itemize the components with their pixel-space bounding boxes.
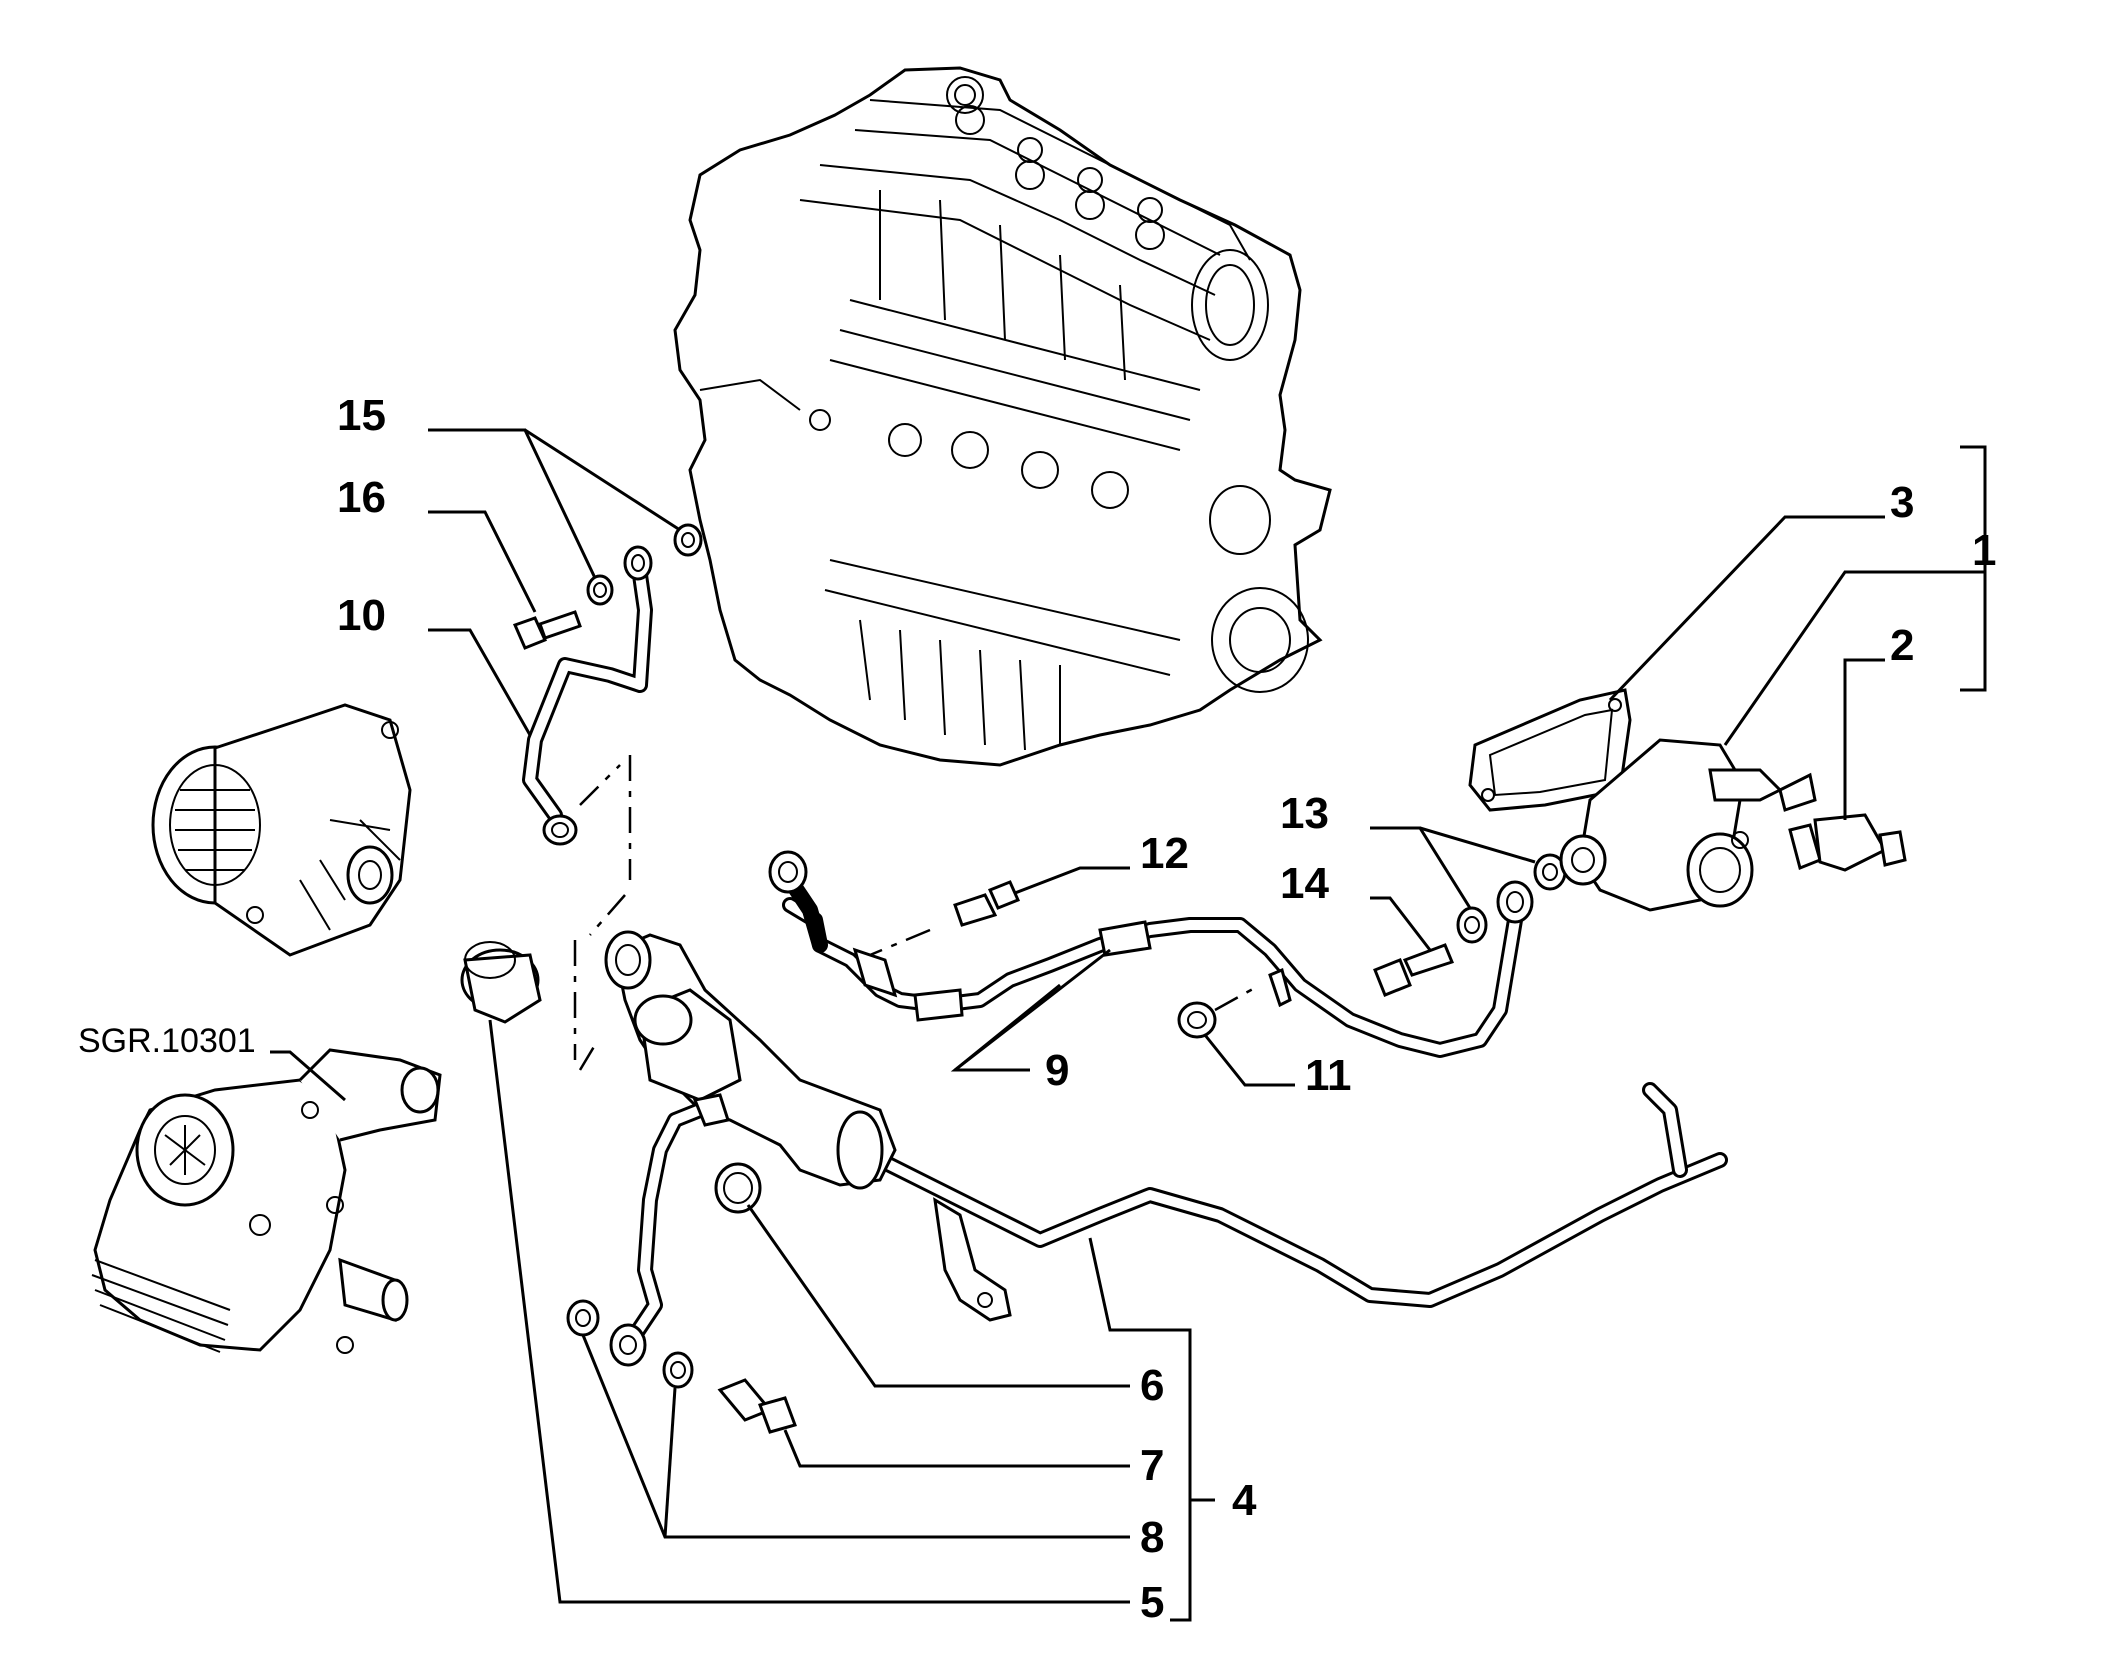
label-8: 8 (1140, 1513, 1164, 1562)
label-12: 12 (1140, 829, 1189, 878)
washer-15a (586, 574, 614, 606)
label-1: 1 (1972, 526, 1996, 575)
bolt-14 (1373, 943, 1455, 997)
coolant-pipe-4 (604, 930, 1728, 1367)
label-6: 6 (1140, 1361, 1164, 1410)
washer-8b (662, 1351, 694, 1389)
nut-11 (1177, 1001, 1217, 1039)
washer-8a (566, 1299, 600, 1337)
label-7: 7 (1140, 1441, 1164, 1490)
oil-filter-housing (91, 1048, 442, 1354)
plug-5 (460, 941, 542, 1024)
bolt-12 (953, 880, 1021, 927)
oring-6 (714, 1162, 762, 1214)
engine-block (673, 66, 1332, 767)
bolt-16 (512, 610, 582, 650)
label-5: 5 (1140, 1578, 1164, 1627)
label-10: 10 (337, 591, 386, 640)
label-13: 13 (1280, 789, 1329, 838)
pipe-9 (768, 850, 1534, 1058)
washer-15b (673, 523, 703, 557)
pipe-10 (522, 545, 653, 846)
label-3: 3 (1890, 478, 1914, 527)
washer-13a (1456, 906, 1488, 944)
thermostat-housing-1 (1559, 738, 1817, 912)
label-2: 2 (1890, 621, 1914, 670)
water-pump (151, 703, 412, 957)
label-16: 16 (337, 473, 386, 522)
label-9: 9 (1045, 1046, 1069, 1095)
label-4: 4 (1232, 1476, 1257, 1525)
label-sgr-reference: SGR.10301 (78, 1022, 256, 1060)
label-14: 14 (1280, 859, 1329, 908)
label-15: 15 (337, 391, 386, 440)
label-11: 11 (1305, 1051, 1352, 1100)
leader-lines (270, 428, 1987, 1622)
bolt-7 (717, 1378, 797, 1434)
sensor-2 (1788, 813, 1907, 872)
